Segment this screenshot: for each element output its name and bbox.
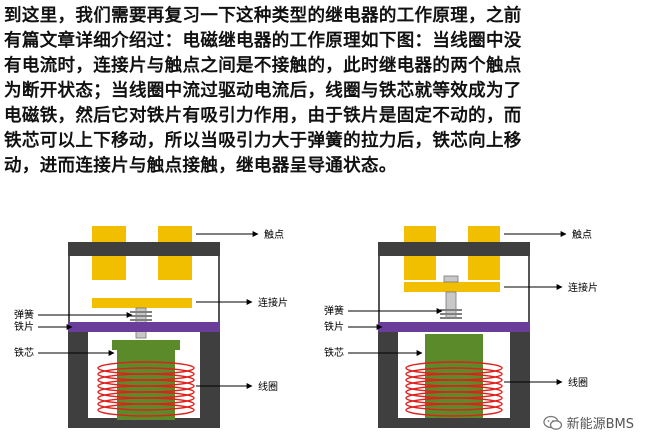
iron-plate [68,322,220,332]
label-spring-right: 弹簧 [324,304,344,317]
label-iron-core-right: 铁芯 [324,346,344,359]
spring [440,309,462,319]
label-link-plate-right: 连接片 [568,281,598,294]
wechat-icon [542,415,562,430]
label-link-plate-left: 连接片 [258,296,288,309]
watermark: 新能源BMS [542,413,634,432]
iron-plate [378,322,530,332]
watermark-text: 新能源BMS [566,417,634,432]
contact-pair [404,226,500,280]
body-paragraph: 到这里，我们需要再复习一下这种类型的继电器的工作原理，之前 有篇文章详细介绍过：… [4,6,522,176]
relay-diagrams: 触点 连接片 线圈 弹簧 铁片 铁芯 [0,206,646,436]
top-frame [68,242,220,256]
label-contact-right: 触点 [572,228,592,241]
label-iron-plate-right: 铁片 [324,320,344,333]
label-spring-left: 弹簧 [14,308,34,321]
label-contact-left: 触点 [264,228,284,241]
relay-open-diagram: 触点 连接片 线圈 弹簧 铁片 铁芯 [14,226,288,428]
label-coil-right: 线圈 [568,376,588,389]
iron-core [425,334,483,418]
coil [405,361,503,417]
coil [97,361,195,417]
link-plate [404,282,500,292]
relay-closed-diagram: 触点 连接片 线圈 弹簧 铁片 铁芯 [324,226,598,428]
label-coil-left: 线圈 [258,380,278,393]
label-iron-core-left: 铁芯 [14,346,34,359]
label-iron-plate-left: 铁片 [14,320,34,333]
link-plate [92,298,192,308]
spring [130,311,152,321]
contact-pair [92,226,192,280]
